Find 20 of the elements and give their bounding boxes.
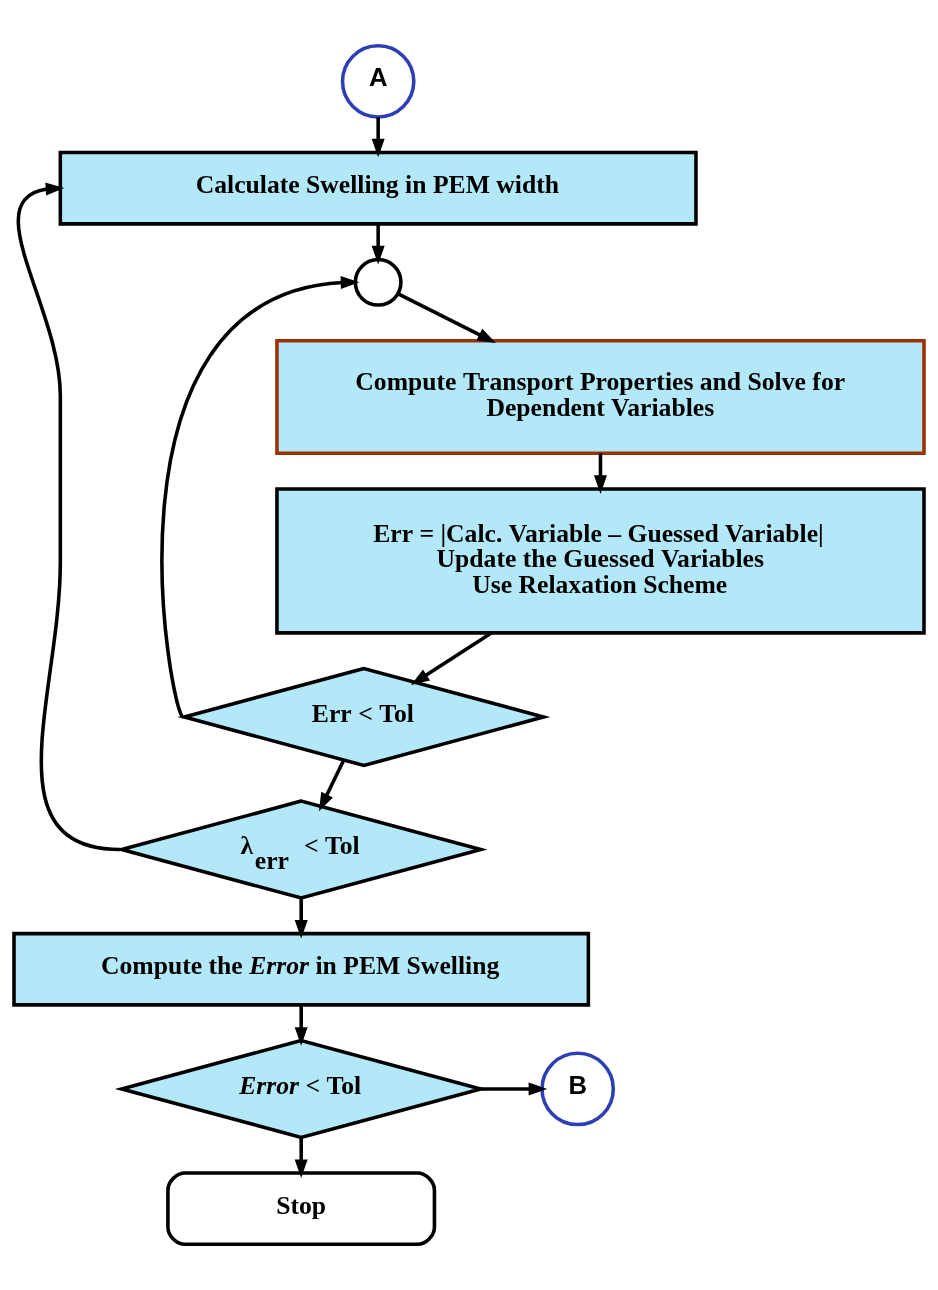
arrow xyxy=(16,182,121,852)
arrow xyxy=(481,1082,548,1096)
arrow xyxy=(371,224,385,265)
arrow xyxy=(593,453,607,494)
arrow xyxy=(294,1137,308,1179)
arrow xyxy=(411,631,493,686)
arrow xyxy=(294,898,308,939)
node-circle: A xyxy=(340,43,416,119)
arrow xyxy=(371,117,385,158)
node-box: Calculate Swelling in PEM width xyxy=(58,150,698,226)
node-box: Compute Transport Properties and Solve for Dependent Variables xyxy=(275,338,926,456)
arrow xyxy=(294,1005,308,1046)
node-circle: B xyxy=(540,1051,616,1127)
arrow xyxy=(319,759,346,812)
node-circle xyxy=(353,257,403,307)
node-box: Compute the Error in PEM Swelling xyxy=(12,931,591,1007)
arrow xyxy=(397,292,496,343)
node-box: Stop xyxy=(166,1171,437,1247)
node-box: Err = |Calc. Variable – Guessed Variable| Update the Guessed Variables Use Relaxation Scheme xyxy=(275,487,926,635)
arrow xyxy=(160,276,360,718)
